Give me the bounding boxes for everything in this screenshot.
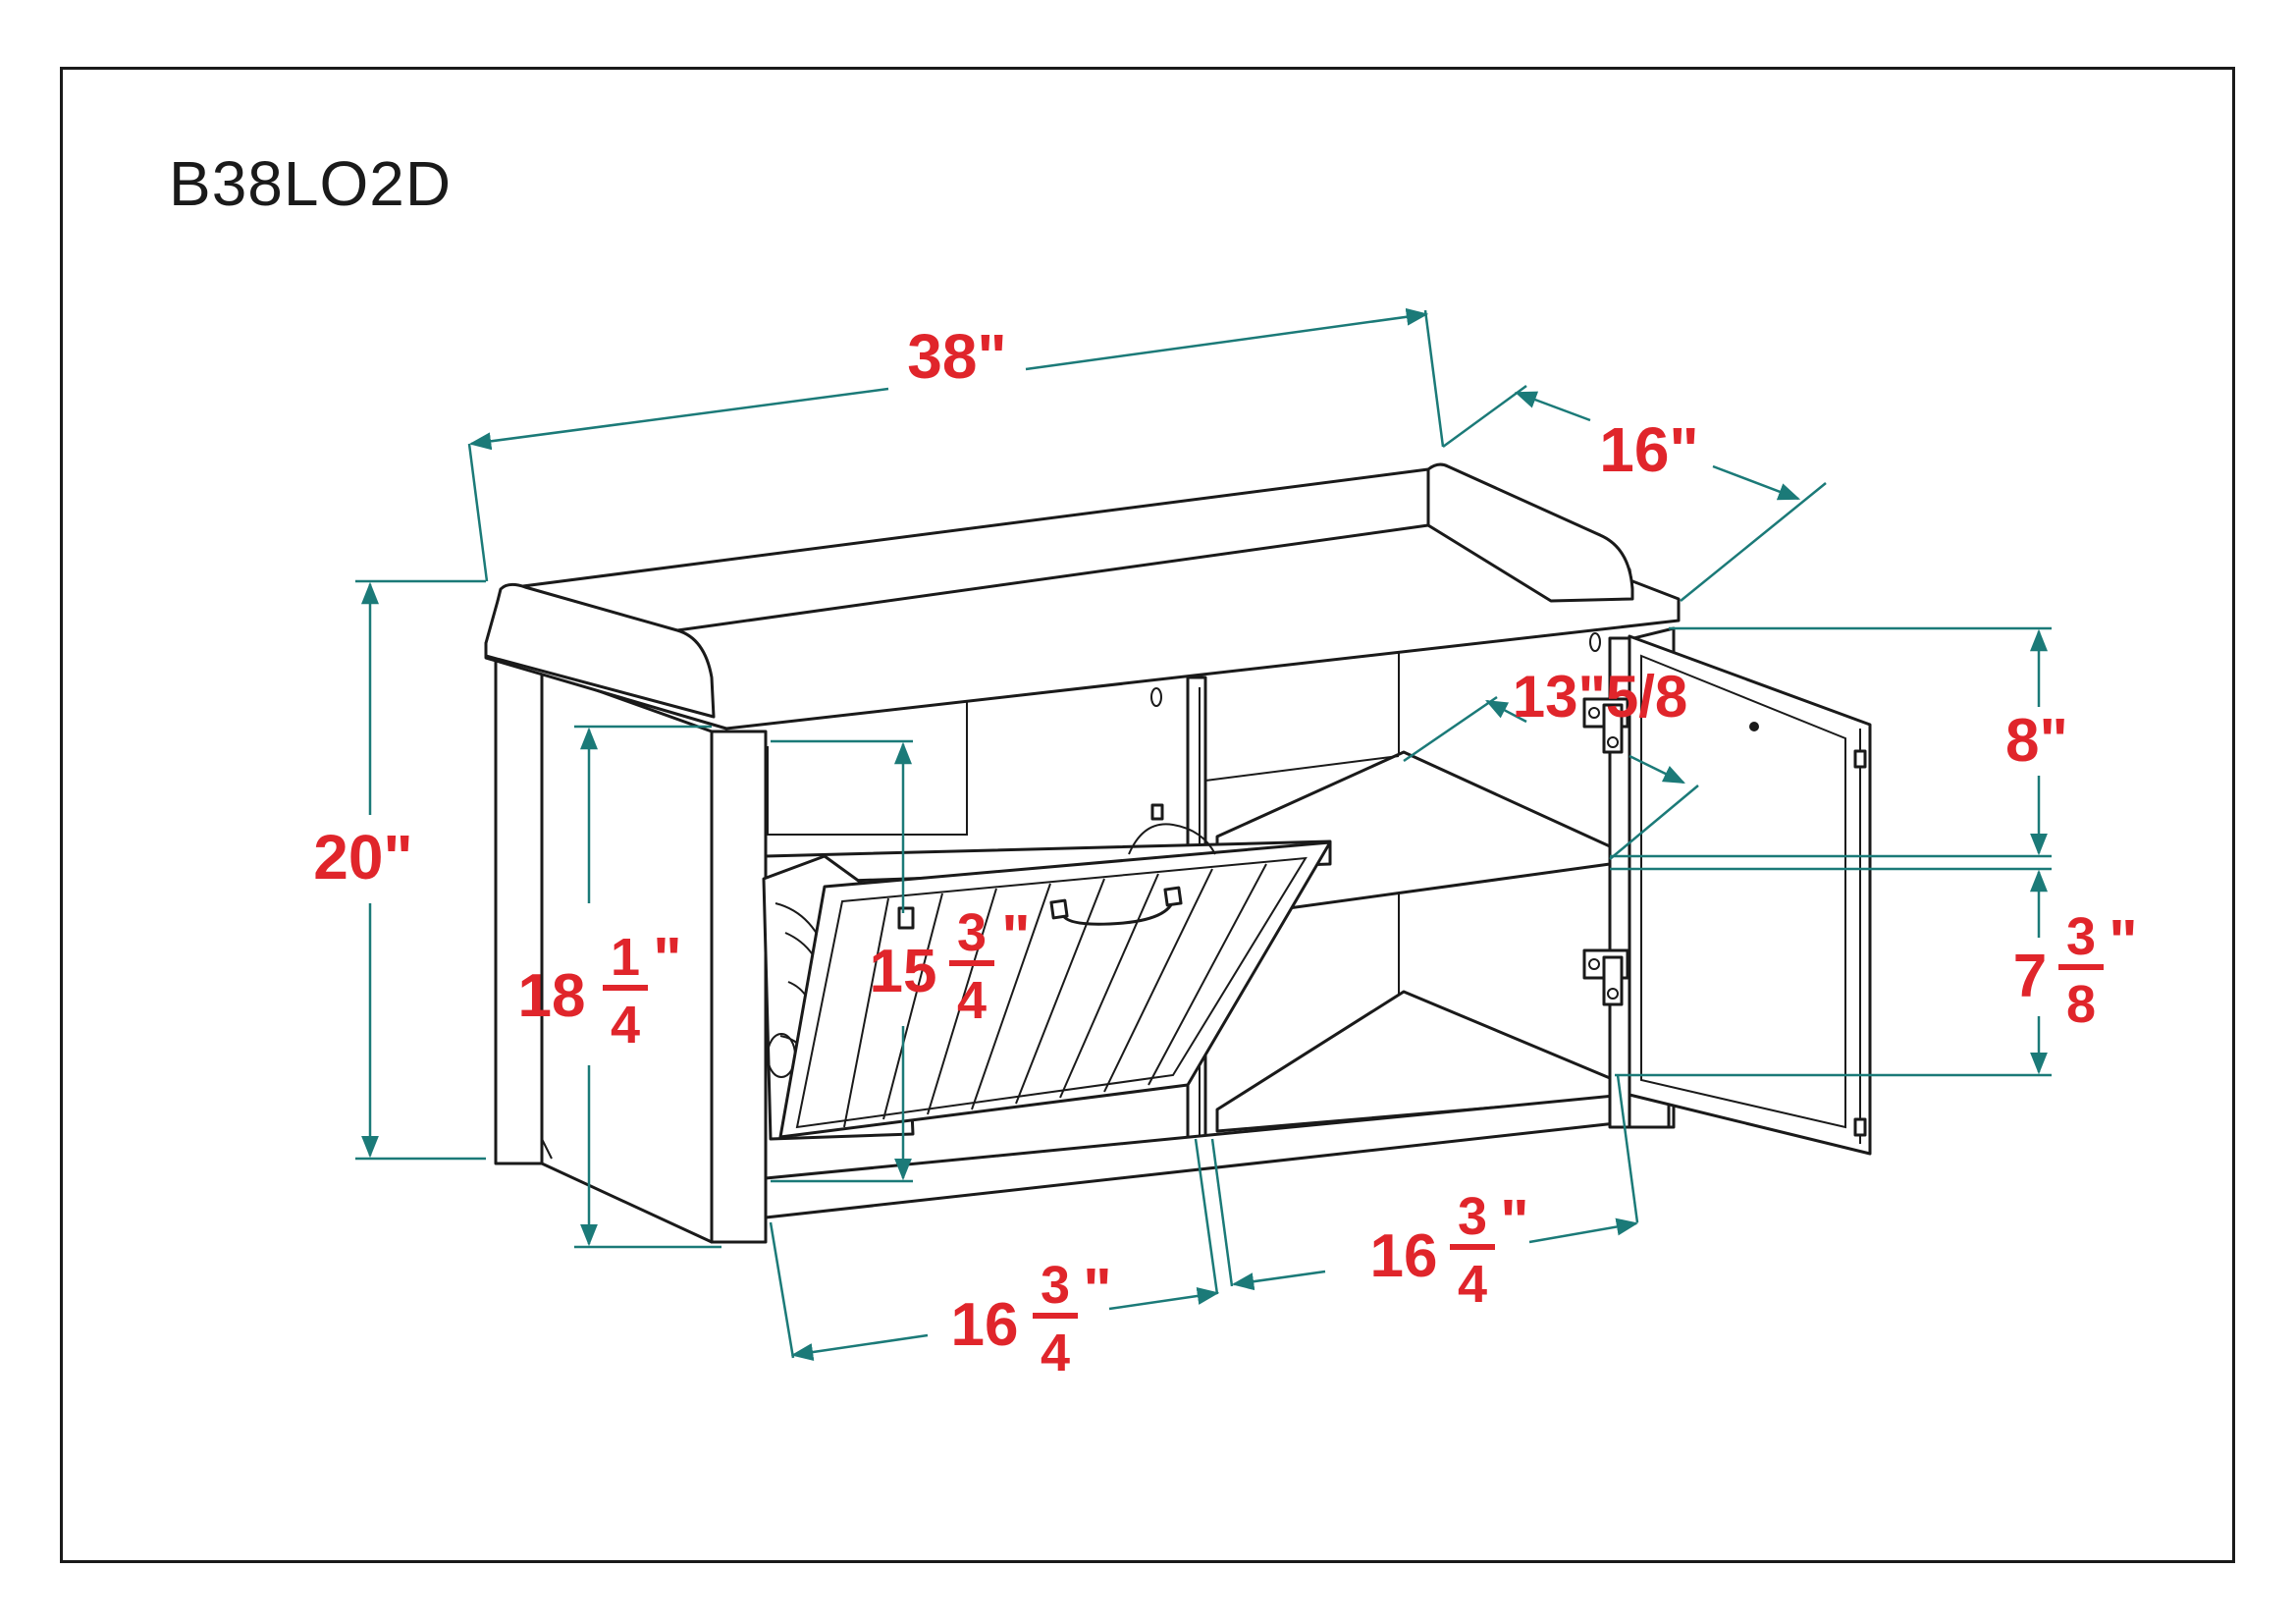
svg-text:3: 3 — [1041, 1256, 1070, 1315]
left-front-leg — [710, 730, 768, 1244]
hamper-slats — [843, 863, 1267, 1128]
hanger-hole-right — [1589, 632, 1601, 652]
door-knob-hole-icon — [1749, 722, 1759, 731]
dim-depth-label: 16" — [1599, 414, 1699, 485]
svg-text:": " — [1500, 1188, 1528, 1256]
cabinet-door — [1628, 634, 1872, 1156]
right-armrest — [1426, 462, 1634, 603]
left-armrest — [484, 582, 716, 719]
svg-text:3: 3 — [957, 903, 987, 962]
left-compartment-back — [767, 677, 968, 836]
dim-height-label: 20" — [313, 822, 413, 893]
dim-hamper-height-label: 15 3 4 " — [870, 903, 1031, 1030]
dim-upper-shelf-label: 8" — [2005, 707, 2068, 775]
svg-text:18: 18 — [518, 962, 586, 1030]
svg-text:": " — [653, 926, 681, 994]
bench-drawing — [484, 462, 1872, 1244]
svg-text:4: 4 — [957, 971, 987, 1030]
svg-text:3: 3 — [2066, 907, 2096, 966]
svg-text:16: 16 — [1370, 1222, 1438, 1290]
hamper-handle — [1060, 893, 1176, 926]
svg-text:": " — [1083, 1257, 1111, 1325]
svg-text:7: 7 — [2013, 943, 2047, 1010]
hanger-hole-left — [1150, 687, 1162, 707]
lower-hinge-icon — [1582, 948, 1629, 1006]
upper-hinge-icon — [1582, 697, 1629, 754]
left-leg-outer — [494, 654, 544, 1165]
hamper-back-edge — [764, 839, 1332, 886]
dim-width-label: 38" — [907, 321, 1007, 392]
dim-left-width-label: 16 3 4 " — [951, 1256, 1112, 1382]
svg-text:1: 1 — [611, 928, 640, 987]
drawing-frame — [60, 67, 2235, 1563]
dimension-lines — [355, 307, 2052, 1361]
svg-text:3: 3 — [1458, 1187, 1487, 1246]
svg-text:4: 4 — [611, 996, 640, 1055]
svg-text:4: 4 — [1458, 1255, 1487, 1314]
dim-right-width-label: 16 3 4 " — [1370, 1187, 1529, 1314]
svg-text:16: 16 — [951, 1291, 1019, 1359]
svg-text:15: 15 — [870, 938, 937, 1005]
model-code: B38LO2D — [169, 148, 453, 219]
svg-text:": " — [1001, 903, 1030, 971]
dim-cabinet-depth-label: 13"5/8 — [1513, 664, 1688, 730]
dim-seat-height-label: 18 1 4 " — [518, 926, 682, 1055]
svg-text:": " — [2109, 908, 2137, 976]
hamper-door — [778, 840, 1332, 1139]
dim-lower-shelf-label: 7 3 8 " — [2013, 907, 2138, 1034]
hamper-stop-arm — [1128, 823, 1216, 855]
svg-text:4: 4 — [1041, 1324, 1070, 1382]
svg-text:8: 8 — [2066, 975, 2096, 1034]
